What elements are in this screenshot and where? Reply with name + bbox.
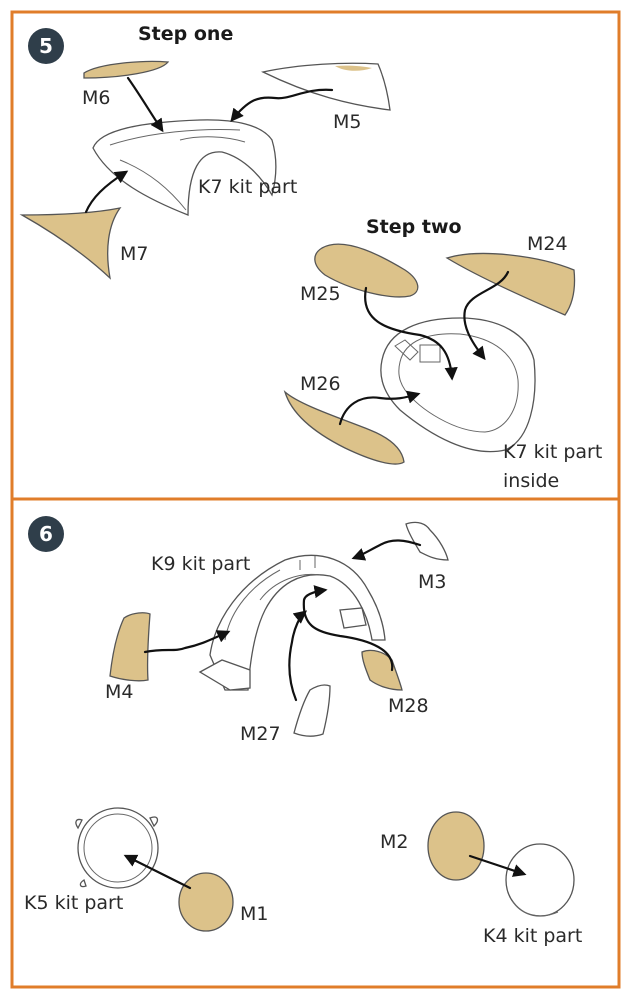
m27-part bbox=[293, 684, 331, 737]
step-6-badge: 6 bbox=[28, 516, 64, 552]
k9-label: K9 kit part bbox=[151, 553, 250, 575]
arrow-m4 bbox=[143, 630, 231, 654]
m3-label: M3 bbox=[418, 571, 446, 593]
m26-label: M26 bbox=[300, 373, 341, 395]
m24-label: M24 bbox=[527, 233, 568, 255]
arrow-m25 bbox=[364, 286, 458, 381]
m7-label: M7 bbox=[120, 243, 148, 265]
k7-inside-label-2: inside bbox=[503, 470, 559, 492]
arrow-m2 bbox=[468, 854, 527, 877]
m5-label: M5 bbox=[333, 111, 361, 133]
k7-inside-label-1: K7 kit part bbox=[503, 441, 602, 463]
m2-decal bbox=[427, 811, 485, 881]
m28-decal bbox=[361, 649, 403, 691]
m26-decal bbox=[283, 390, 405, 465]
k7-kit-part bbox=[92, 119, 277, 216]
m3-part bbox=[405, 521, 449, 561]
svg-text:6: 6 bbox=[39, 522, 53, 546]
m5-part bbox=[261, 62, 391, 111]
arrow-m3 bbox=[351, 539, 422, 561]
arrow-m1 bbox=[123, 854, 192, 890]
svg-text:5: 5 bbox=[39, 34, 53, 58]
k4-kit-part bbox=[505, 843, 575, 917]
section-6-frame bbox=[10, 497, 621, 989]
k5-label: K5 kit part bbox=[24, 892, 123, 914]
k7-inside-kit-part bbox=[380, 317, 536, 453]
m24-decal bbox=[445, 252, 576, 316]
arrow-m27 bbox=[288, 610, 308, 702]
m1-decal bbox=[178, 872, 234, 932]
step-5-badge: 5 bbox=[28, 28, 64, 64]
m4-decal bbox=[109, 612, 151, 682]
m28-label: M28 bbox=[388, 695, 429, 717]
step-two-heading: Step two bbox=[366, 216, 462, 238]
k7-label: K7 kit part bbox=[198, 176, 297, 198]
arrow-m6 bbox=[126, 76, 164, 133]
k4-label: K4 kit part bbox=[483, 925, 582, 947]
arrow-m24 bbox=[463, 270, 510, 361]
arrow-m26 bbox=[338, 390, 421, 426]
m1-label: M1 bbox=[240, 903, 268, 925]
m27-label: M27 bbox=[240, 723, 281, 745]
arrow-m7 bbox=[84, 170, 129, 214]
arrow-m28 bbox=[302, 585, 394, 672]
m2-label: M2 bbox=[380, 831, 408, 853]
m4-label: M4 bbox=[105, 681, 133, 703]
k9-kit-part bbox=[198, 554, 386, 691]
m25-label: M25 bbox=[300, 283, 341, 305]
k5-kit-part bbox=[75, 807, 159, 889]
m25-decal bbox=[314, 243, 419, 298]
m6-decal bbox=[83, 60, 170, 79]
m5-accent bbox=[335, 65, 372, 71]
m7-decal bbox=[19, 207, 122, 280]
arrow-m5 bbox=[230, 88, 334, 123]
m6-label: M6 bbox=[82, 87, 110, 109]
step-one-heading: Step one bbox=[138, 23, 233, 45]
